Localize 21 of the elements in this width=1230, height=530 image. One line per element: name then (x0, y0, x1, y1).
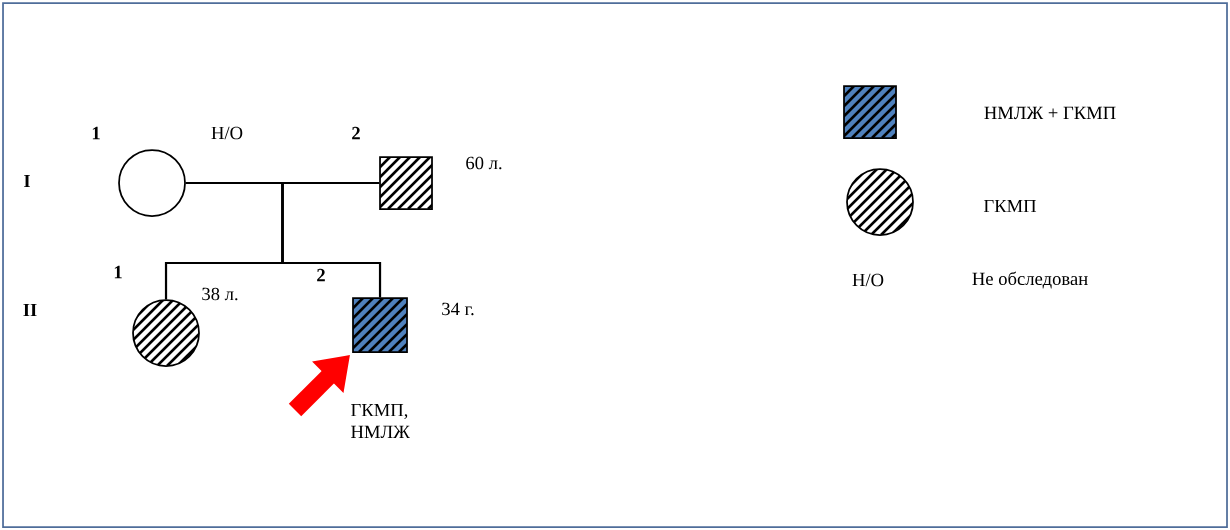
pedigree-circle (118, 149, 186, 217)
arrow (288, 355, 350, 417)
age-text: 38 л. (202, 287, 238, 301)
generation-number: 1 (114, 265, 122, 279)
pedigree-square (352, 297, 408, 353)
pedigree-circle (132, 299, 200, 367)
generation-number: 2 (317, 268, 325, 282)
legend-text: Не обследован (972, 271, 1088, 289)
age-text: 34 г. (442, 302, 474, 316)
generation-number: 2 (352, 126, 360, 140)
generation-label: I (24, 174, 30, 188)
legend-symbol: Н/О (852, 273, 884, 287)
age-text: Н/О (211, 126, 243, 140)
generation-number: 1 (92, 126, 100, 140)
generation-label: II (23, 303, 37, 317)
descent-line (281, 181, 382, 298)
legend-text: НМЛЖ + ГКМП (984, 106, 1116, 120)
diagnosis-text: ГКМП, НМЛЖ (351, 403, 410, 439)
pedigree-square (379, 156, 433, 210)
age-text: 60 л. (466, 156, 502, 170)
legend-text: ГКМП (983, 199, 1037, 213)
